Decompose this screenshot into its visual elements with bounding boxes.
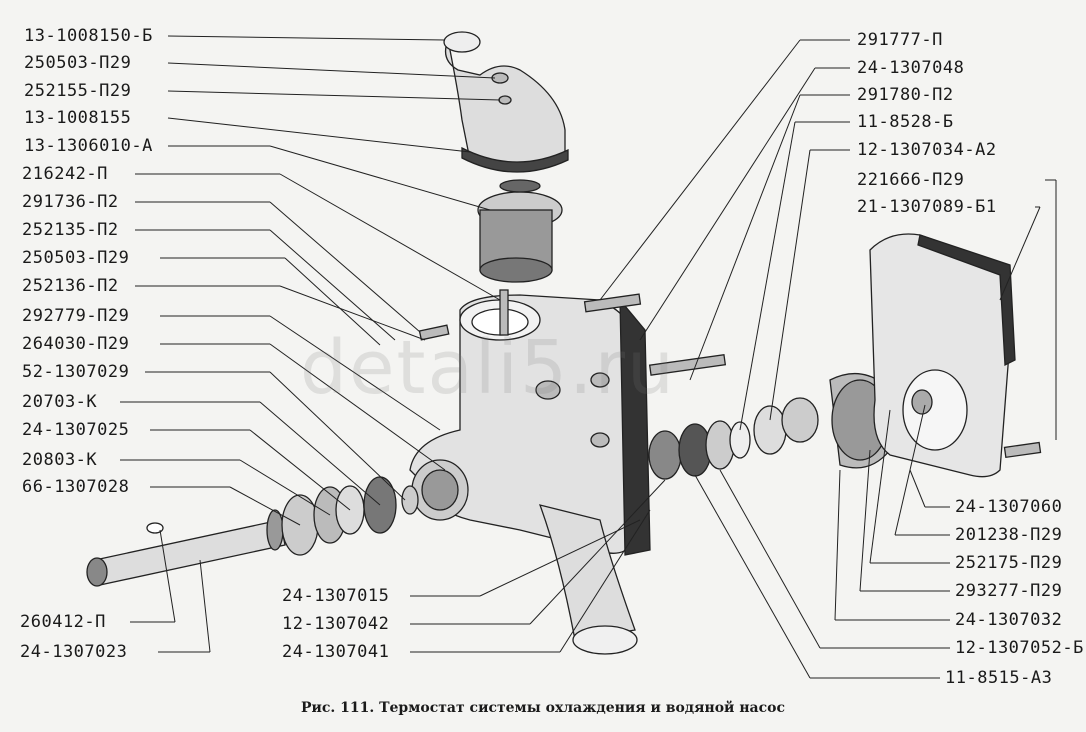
part-label: 250503-П29	[24, 53, 132, 73]
part-label: 12-1307042	[282, 614, 390, 634]
part-label: 24-1307025	[22, 420, 130, 440]
part-label: 252135-П2	[22, 220, 119, 240]
part-label: 20703-К	[22, 392, 98, 412]
part-label: 293277-П29	[955, 581, 1063, 601]
part-label: 252175-П29	[955, 553, 1063, 573]
part-label: 264030-П29	[22, 334, 130, 354]
part-label: 12-1307034-А2	[857, 140, 997, 160]
part-label: 250503-П29	[22, 248, 130, 268]
part-label: 216242-П	[22, 164, 108, 184]
part-label: 252155-П29	[24, 81, 132, 101]
leader-lines	[120, 35, 1057, 679]
part-label: 11-8515-А3	[945, 668, 1053, 688]
part-label: 201238-П29	[955, 525, 1063, 545]
seal-spring-drawing	[648, 397, 819, 480]
part-label: 11-8528-Б	[857, 112, 954, 132]
part-label: 291777-П	[857, 30, 943, 50]
part-label: 221666-П29	[857, 170, 965, 190]
part-label: 292779-П29	[22, 306, 130, 326]
thermostat-cover-drawing	[443, 31, 569, 173]
part-label: 291780-П2	[857, 85, 954, 105]
part-label: 291736-П2	[22, 192, 119, 212]
part-label: 52-1307029	[22, 362, 130, 382]
part-label: 13-1008150-Б	[24, 26, 153, 46]
pump-cover-drawing	[869, 233, 1016, 478]
figure-caption: Рис. 111. Термостат системы охлаждения и…	[300, 700, 786, 716]
part-label: 24-1307048	[857, 58, 965, 78]
part-label: 24-1307032	[955, 610, 1063, 630]
part-label: 13-1306010-А	[24, 136, 153, 156]
watermark: detali5.ru	[300, 325, 676, 411]
shaft-bearings-drawing	[86, 476, 419, 587]
part-label: 252136-П2	[22, 276, 119, 296]
part-label: 24-1307023	[20, 642, 128, 662]
part-label: 24-1307041	[282, 642, 390, 662]
part-label: 20803-К	[22, 450, 98, 470]
part-label: 12-1307052-Б	[955, 638, 1084, 658]
part-label: 24-1307015	[282, 586, 390, 606]
part-label: 24-1307060	[955, 497, 1063, 517]
thermostat-drawing	[477, 179, 563, 283]
part-label: 66-1307028	[22, 477, 130, 497]
part-label: 13-1008155	[24, 108, 132, 128]
part-label: 21-1307089-Б1	[857, 197, 997, 217]
part-label: 260412-П	[20, 612, 106, 632]
